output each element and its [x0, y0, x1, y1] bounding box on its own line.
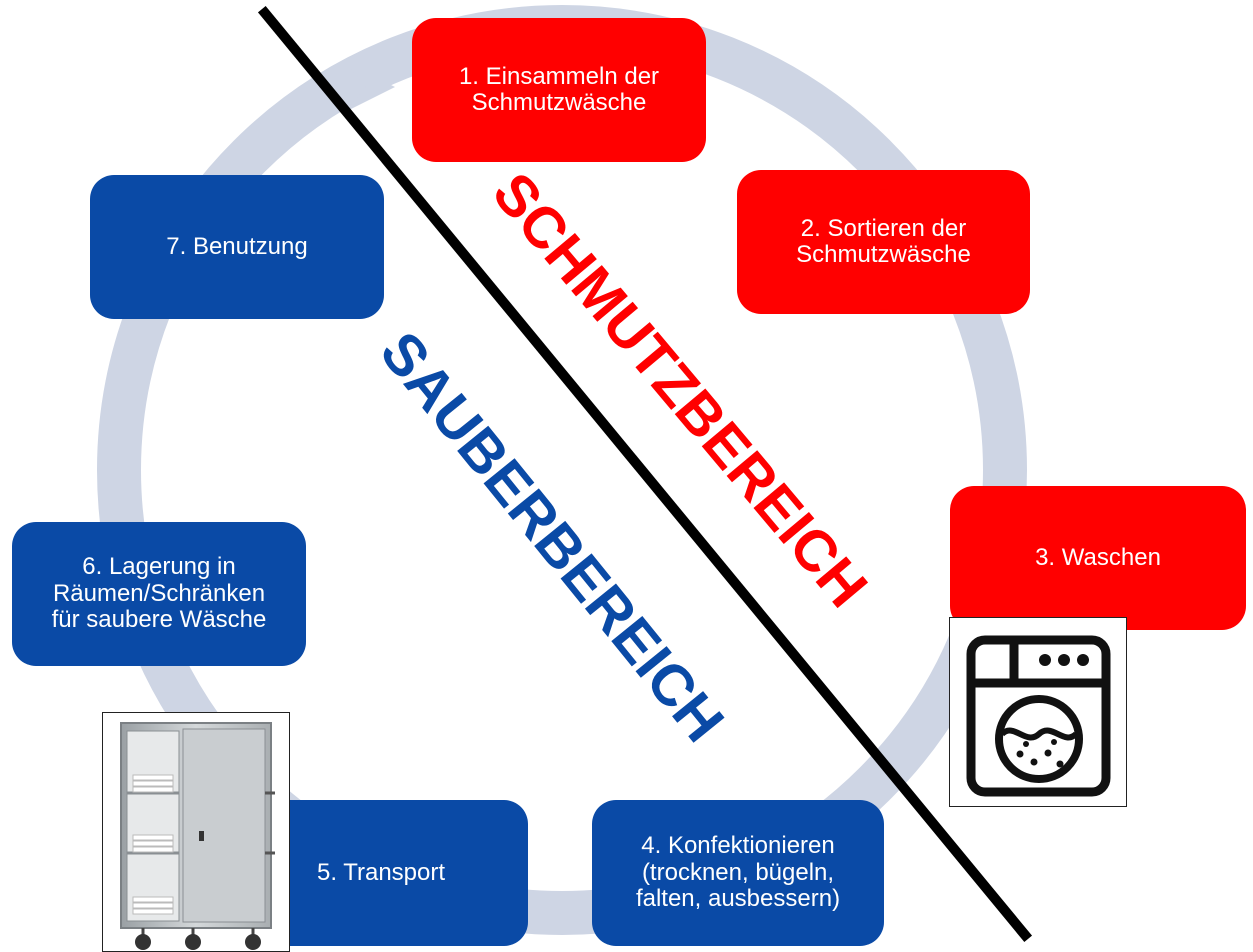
- washing-machine-picture: [949, 617, 1127, 807]
- step-usage: 7. Benutzung: [90, 175, 384, 319]
- step-collect-dirty-laundry: 1. Einsammeln der Schmutzwäsche: [412, 18, 706, 162]
- cycle-arrowhead: [345, 62, 395, 112]
- linen-cart-icon: [120, 722, 275, 950]
- step-storage: 6. Lagerung in Räumen/Schränken für saub…: [12, 522, 306, 666]
- step-sort-dirty-laundry: 2. Sortieren der Schmutzwäsche: [737, 170, 1030, 314]
- washing-machine-icon: [966, 635, 1111, 797]
- step-finishing: 4. Konfektionieren (trocknen, bügeln, fa…: [592, 800, 884, 946]
- linen-cart-picture: [102, 712, 290, 952]
- step-washing: 3. Waschen: [950, 486, 1246, 630]
